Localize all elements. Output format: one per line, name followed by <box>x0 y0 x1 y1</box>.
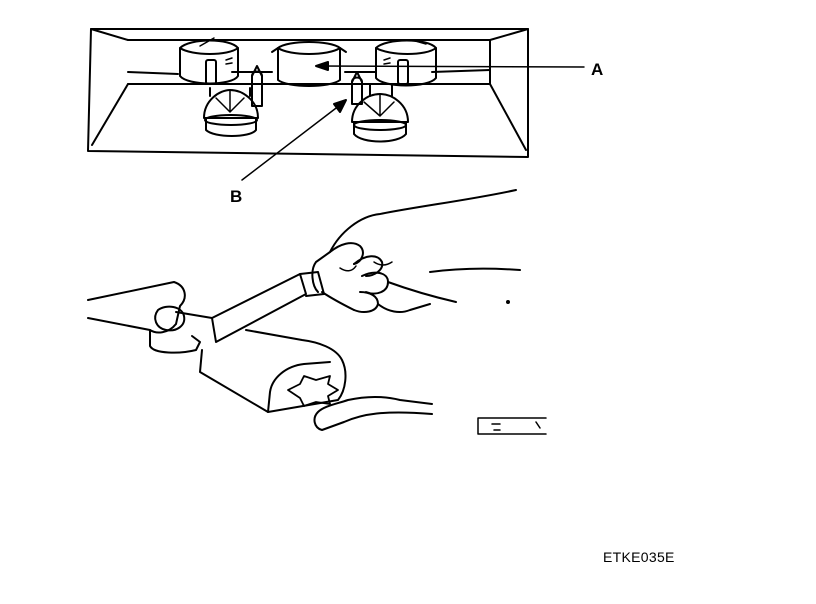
panel-perspective-lines <box>90 28 529 151</box>
terminal-face <box>267 361 331 413</box>
leader-line-a <box>315 65 585 68</box>
cable-box-panel <box>87 28 585 181</box>
hand <box>311 189 521 313</box>
terminal-body-front <box>199 329 347 413</box>
speck <box>506 300 510 304</box>
callout-a: A <box>591 60 604 79</box>
cable-end-left <box>179 37 239 85</box>
cable-boot-left <box>203 87 259 137</box>
knife-handle-end <box>299 271 325 297</box>
cable-end-center <box>271 41 347 87</box>
panel-back-wall <box>127 39 491 85</box>
terminal-slot <box>287 375 339 407</box>
figure-code: ETKE035E <box>603 549 675 565</box>
callout-b: B <box>230 187 243 206</box>
cable-end-back-tip <box>154 305 186 332</box>
knife-blade <box>211 273 307 343</box>
cable-end-back-tab <box>149 329 201 354</box>
cable-boot-right <box>351 83 409 143</box>
cleaning-scene <box>87 189 547 435</box>
panel-outer-frame <box>87 28 529 158</box>
knife-blade-edge <box>175 311 213 319</box>
panel-ledge <box>127 69 491 75</box>
pin-left <box>251 65 263 107</box>
leader-line-b <box>241 101 345 181</box>
scale-mark <box>477 417 547 435</box>
leader-arrow-b <box>333 99 347 113</box>
cable-lead <box>313 396 433 431</box>
pin-center <box>351 71 363 105</box>
cable-end-back <box>87 281 186 334</box>
cable-end-right <box>375 39 437 87</box>
leader-arrow-a <box>315 61 329 71</box>
